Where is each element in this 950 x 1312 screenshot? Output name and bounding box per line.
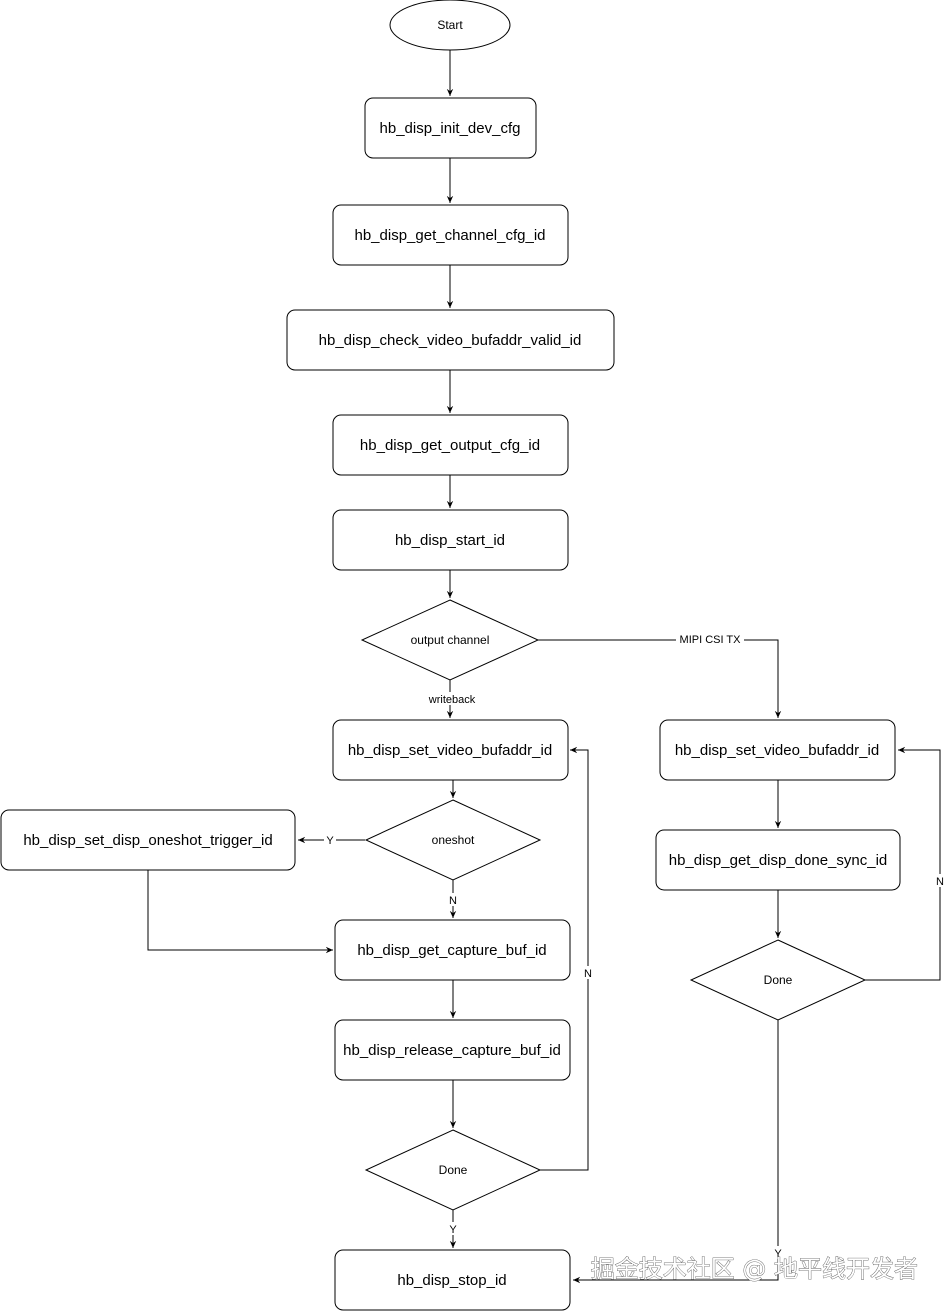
edge-mipi-csi-tx bbox=[538, 639, 782, 718]
output-channel-decision bbox=[360, 599, 540, 681]
oneshot-trigger-node bbox=[0, 809, 296, 871]
init-dev-cfg-node bbox=[364, 97, 537, 159]
set-video-bufaddr-left-node bbox=[332, 719, 569, 781]
set-video-bufaddr-right-label: hb_disp_set_video_bufaddr_id bbox=[675, 742, 879, 759]
release-capture-buf-node bbox=[334, 1019, 571, 1081]
release-capture-buf-label: hb_disp_release_capture_buf_id bbox=[343, 1042, 561, 1059]
done-left-yes-label-bg bbox=[447, 1222, 459, 1235]
done-right-no-edge-label: N bbox=[936, 876, 944, 888]
done-left-label: Done bbox=[439, 1163, 468, 1177]
edge-done-right-no bbox=[865, 746, 941, 981]
done-left-yes-edge-label: Y bbox=[449, 1224, 457, 1236]
edge-done-left-no bbox=[540, 746, 589, 1171]
mipi-csi-tx-edge-label: MIPI CSI TX bbox=[680, 634, 742, 646]
get-channel-cfg-label: hb_disp_get_channel_cfg_id bbox=[355, 227, 546, 244]
oneshot-trigger-label: hb_disp_set_disp_oneshot_trigger_id bbox=[23, 832, 272, 849]
done-left-no-edge-label: N bbox=[584, 968, 592, 980]
get-channel-cfg-node bbox=[332, 204, 569, 266]
get-output-cfg-node bbox=[332, 414, 569, 476]
get-output-cfg-label: hb_disp_get_output_cfg_id bbox=[360, 437, 540, 454]
edge-done-right-yes bbox=[573, 1020, 779, 1284]
mipi-label-bg bbox=[676, 633, 744, 646]
oneshot-no-label-bg bbox=[447, 893, 459, 906]
stop-id-label: hb_disp_stop_id bbox=[397, 1272, 506, 1289]
oneshot-yes-edge-label: Y bbox=[326, 835, 334, 847]
output-channel-label: output channel bbox=[411, 633, 490, 647]
edge-trigger-to-capture bbox=[147, 870, 333, 954]
get-capture-buf-label: hb_disp_get_capture_buf_id bbox=[357, 942, 546, 959]
oneshot-label: oneshot bbox=[432, 833, 475, 847]
done-right-yes-label-bg bbox=[772, 1246, 784, 1259]
done-right-yes-edge-label: Y bbox=[774, 1248, 782, 1260]
done-right-no-label-bg bbox=[934, 874, 946, 887]
init-dev-cfg-label: hb_disp_init_dev_cfg bbox=[380, 120, 521, 137]
set-video-bufaddr-left-label: hb_disp_set_video_bufaddr_id bbox=[348, 742, 552, 759]
start-id-node bbox=[332, 509, 569, 571]
oneshot-no-edge-label: N bbox=[449, 895, 457, 907]
done-left-no-label-bg bbox=[582, 966, 594, 979]
set-video-bufaddr-right-node bbox=[659, 719, 896, 781]
get-disp-done-sync-label: hb_disp_get_disp_done_sync_id bbox=[669, 852, 888, 869]
writeback-edge-label: writeback bbox=[428, 694, 476, 706]
check-video-bufaddr-node bbox=[286, 309, 615, 371]
writeback-label-bg bbox=[426, 692, 478, 705]
watermark: 掘金技术社区 @ 地平线开发者 bbox=[591, 1255, 918, 1283]
oneshot-decision bbox=[364, 799, 542, 881]
start-node bbox=[389, 0, 511, 51]
get-disp-done-sync-node bbox=[655, 829, 901, 891]
done-left-decision bbox=[364, 1129, 542, 1211]
oneshot-yes-label-bg bbox=[324, 834, 336, 847]
done-right-decision bbox=[689, 939, 867, 1021]
start-label: Start bbox=[437, 18, 463, 32]
get-capture-buf-node bbox=[334, 919, 571, 981]
start-id-label: hb_disp_start_id bbox=[395, 532, 505, 549]
check-video-bufaddr-label: hb_disp_check_video_bufaddr_valid_id bbox=[319, 332, 582, 349]
stop-id-node bbox=[334, 1249, 571, 1311]
done-right-label: Done bbox=[764, 973, 793, 987]
